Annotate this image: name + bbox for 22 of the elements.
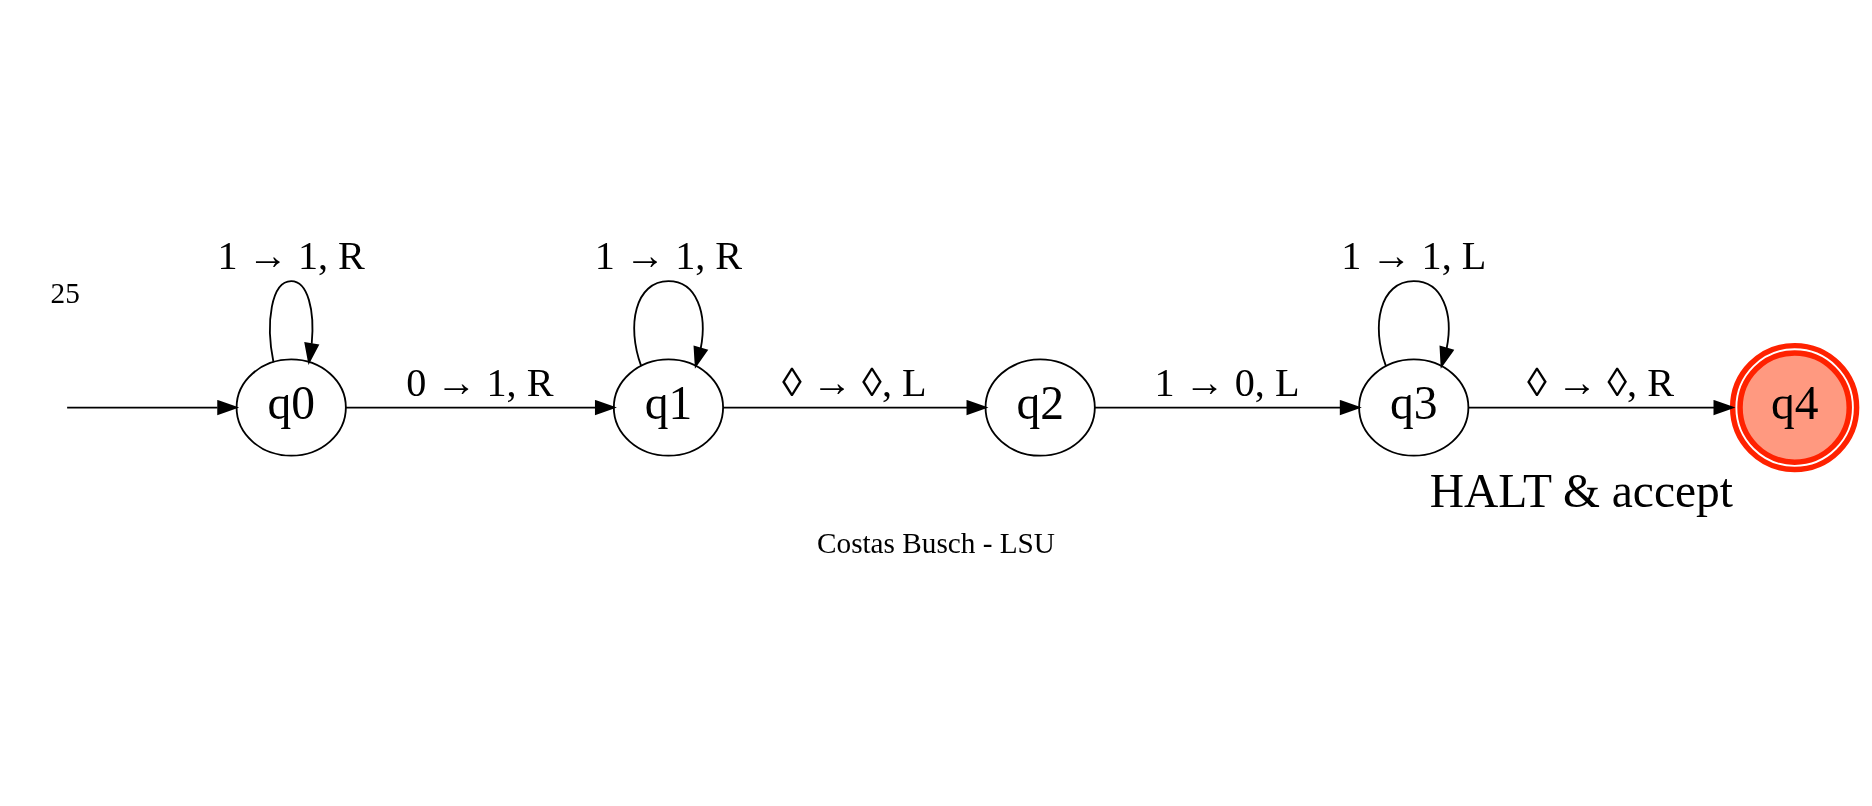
arrow <box>722 399 989 415</box>
node-ellipse: q2 <box>984 358 1096 457</box>
edge-label: 1 → 1, R <box>594 232 743 278</box>
edge-label: ◊ → ◊, L <box>781 359 927 405</box>
node-ellipse: q3 <box>1358 358 1470 457</box>
arrow <box>66 399 240 415</box>
caption: Costas Busch - LSU <box>817 526 1055 559</box>
arrow <box>344 399 617 415</box>
edge-label: 1 → 0, L <box>1154 359 1300 405</box>
arrow <box>1094 399 1362 415</box>
node-ellipse: q0 <box>235 358 347 457</box>
arrow <box>1377 279 1455 369</box>
edge-label: ◊ → ◊, R <box>1527 359 1674 405</box>
edge-label: 0 → 1, R <box>406 359 554 405</box>
edge-label: 1 → 1, L <box>1341 232 1487 278</box>
node-ellipse: q1 <box>612 358 724 457</box>
arrow <box>1467 399 1736 415</box>
arrow <box>633 279 709 369</box>
label: 25 <box>50 276 80 309</box>
edge-label: 1 → 1, R <box>217 232 365 278</box>
arrow <box>269 279 320 365</box>
node-circle: q4 <box>1729 342 1860 472</box>
